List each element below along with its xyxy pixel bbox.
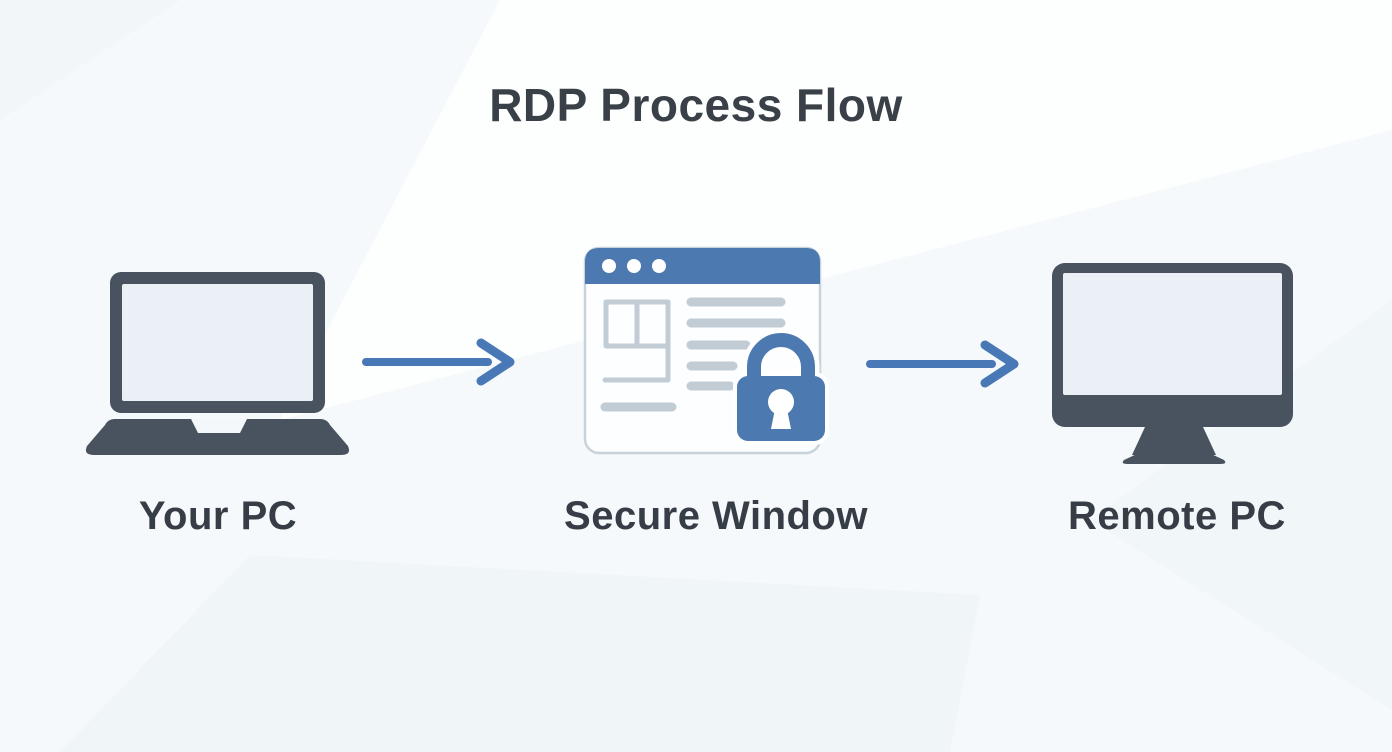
node-label-remote-pc: Remote PC <box>1068 494 1286 538</box>
secure-browser-lock-icon <box>583 246 829 455</box>
desktop-monitor-icon <box>1052 263 1293 464</box>
diagram-title: RDP Process Flow <box>489 79 903 131</box>
arrow-right-icon <box>362 338 515 386</box>
laptop-icon <box>85 272 350 455</box>
node-label-secure-window: Secure Window <box>564 494 868 538</box>
node-label-your-pc: Your PC <box>138 494 298 538</box>
arrow-right-icon <box>866 340 1019 388</box>
